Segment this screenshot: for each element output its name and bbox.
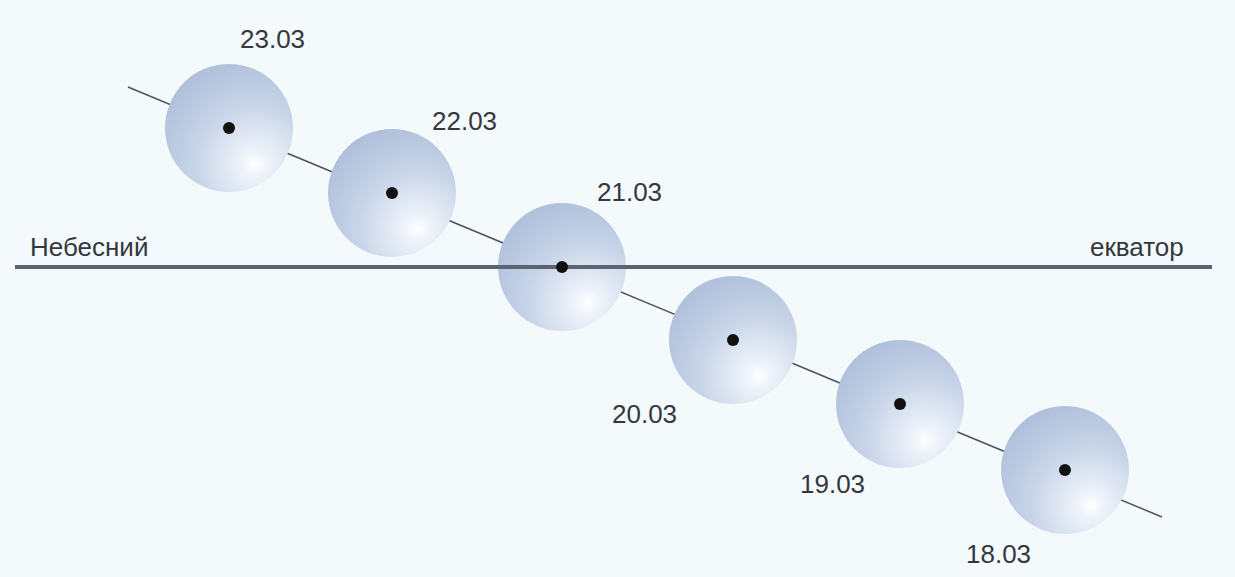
date-label: 20.03	[612, 399, 677, 429]
date-label: 21.03	[597, 177, 662, 207]
equator-label: Небесний	[30, 232, 148, 262]
date-label: 19.03	[800, 469, 865, 499]
date-label: 22.03	[432, 106, 497, 136]
celestial-equator	[15, 265, 1212, 269]
sun-centres	[223, 122, 1071, 476]
date-label: 18.03	[966, 539, 1031, 569]
date-label: 23.03	[240, 24, 305, 54]
equator-label: екватор	[1090, 232, 1184, 262]
sun-discs	[165, 64, 1129, 534]
